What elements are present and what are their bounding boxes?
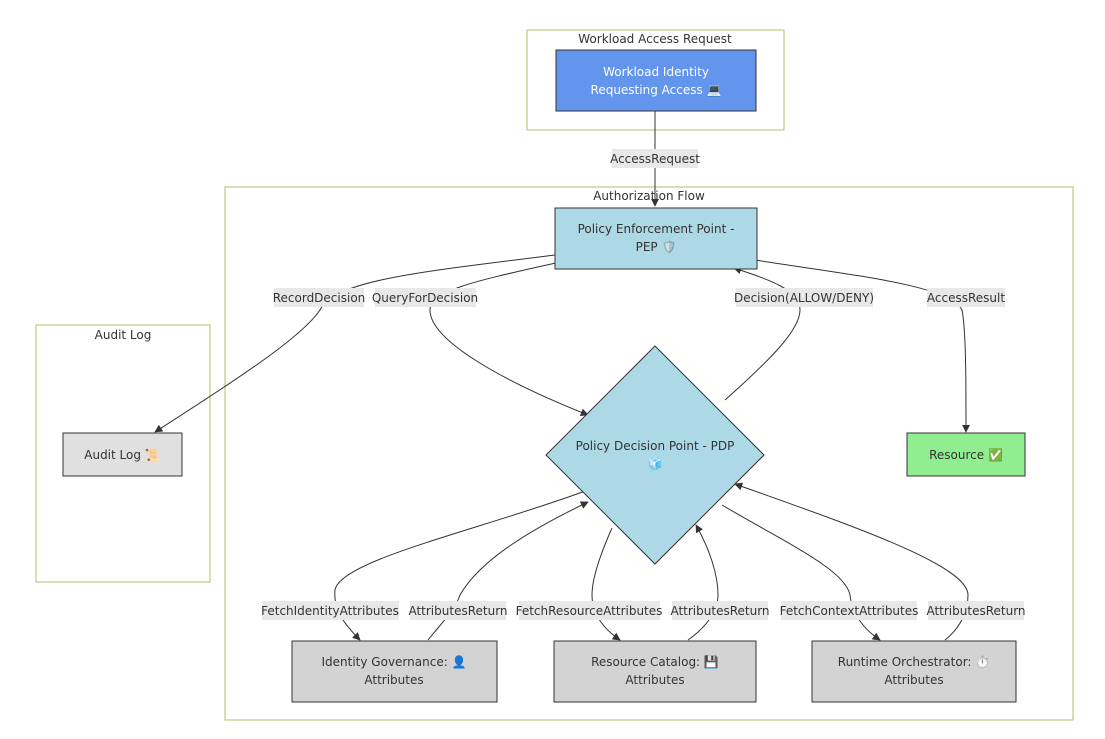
edge-label-identity-return: AttributesReturn: [408, 601, 508, 620]
edge-label-resource-return: AttributesReturn: [670, 601, 770, 620]
node-pdp: Policy Decision Point - PDP 🧊: [545, 345, 765, 565]
pdp-line2: 🧊: [648, 457, 663, 471]
workload-line2: Requesting Access 💻: [591, 83, 722, 97]
edge-decision: [724, 266, 801, 401]
svg-text:AttributesReturn: AttributesReturn: [670, 604, 769, 618]
runtime-line2: Attributes: [884, 673, 943, 687]
identity-line2: Attributes: [364, 673, 423, 687]
cluster-title-authz: Authorization Flow: [593, 189, 705, 203]
workload-line1: Workload Identity: [603, 65, 709, 79]
node-audit-log: Audit Log 📜: [62, 432, 183, 477]
edge-access-result: [754, 259, 970, 433]
pdp-line1: Policy Decision Point - PDP: [576, 439, 735, 453]
node-pep: Policy Enforcement Point - PEP 🛡️: [554, 207, 758, 270]
svg-text:AccessRequest: AccessRequest: [610, 152, 700, 166]
node-resource-catalog: Resource Catalog: 💾 Attributes: [553, 640, 757, 703]
cluster-title-workload: Workload Access Request: [578, 32, 732, 46]
resource-label: Resource ✅: [929, 448, 1003, 462]
svg-text:FetchContextAttributes: FetchContextAttributes: [780, 604, 919, 618]
edge-label-fetch-identity: FetchIdentityAttributes: [261, 601, 399, 620]
catalog-line2: Attributes: [625, 673, 684, 687]
svg-text:AccessResult: AccessResult: [927, 291, 1005, 305]
node-resource: Resource ✅: [906, 432, 1026, 477]
svg-text:FetchIdentityAttributes: FetchIdentityAttributes: [261, 604, 399, 618]
pep-line1: Policy Enforcement Point -: [578, 222, 735, 236]
edge-record-decision: [154, 254, 556, 433]
edge-label-decision: Decision(ALLOW/DENY): [734, 288, 874, 307]
svg-text:FetchResourceAttributes: FetchResourceAttributes: [516, 604, 663, 618]
edge-resource-return: [687, 524, 719, 641]
edge-fetch-resource: [591, 527, 621, 641]
edge-context-return: [734, 482, 969, 641]
identity-line1: Identity Governance: 👤: [322, 655, 467, 669]
runtime-line1: Runtime Orchestrator: ⏱️: [838, 655, 990, 669]
svg-text:RecordDecision: RecordDecision: [273, 291, 366, 305]
node-runtime-orchestrator: Runtime Orchestrator: ⏱️ Attributes: [811, 640, 1017, 703]
catalog-line1: Resource Catalog: 💾: [591, 655, 719, 669]
edge-query-for-decision: [429, 261, 589, 417]
edge-label-access-result: AccessResult: [927, 288, 1005, 307]
edge-label-record-decision: RecordDecision: [273, 288, 366, 307]
edge-label-query-for-decision: QueryForDecision: [372, 288, 478, 307]
edge-fetch-context: [721, 504, 881, 641]
svg-text:AttributesReturn: AttributesReturn: [408, 604, 507, 618]
cluster-title-audit: Audit Log: [95, 328, 152, 342]
edge-label-fetch-resource: FetchResourceAttributes: [516, 601, 663, 620]
node-workload-identity: Workload Identity Requesting Access 💻: [555, 49, 757, 112]
edge-label-access-request: AccessRequest: [610, 149, 700, 168]
edge-label-context-return: AttributesReturn: [926, 601, 1026, 620]
svg-text:QueryForDecision: QueryForDecision: [372, 291, 478, 305]
svg-text:Decision(ALLOW/DENY): Decision(ALLOW/DENY): [734, 291, 874, 305]
node-identity-governance: Identity Governance: 👤 Attributes: [291, 640, 498, 703]
edge-label-fetch-context: FetchContextAttributes: [780, 601, 919, 620]
svg-text:AttributesReturn: AttributesReturn: [926, 604, 1025, 618]
pep-line2: PEP 🛡️: [636, 240, 677, 254]
audit-label: Audit Log 📜: [84, 448, 160, 462]
edge-identity-return: [427, 501, 589, 641]
